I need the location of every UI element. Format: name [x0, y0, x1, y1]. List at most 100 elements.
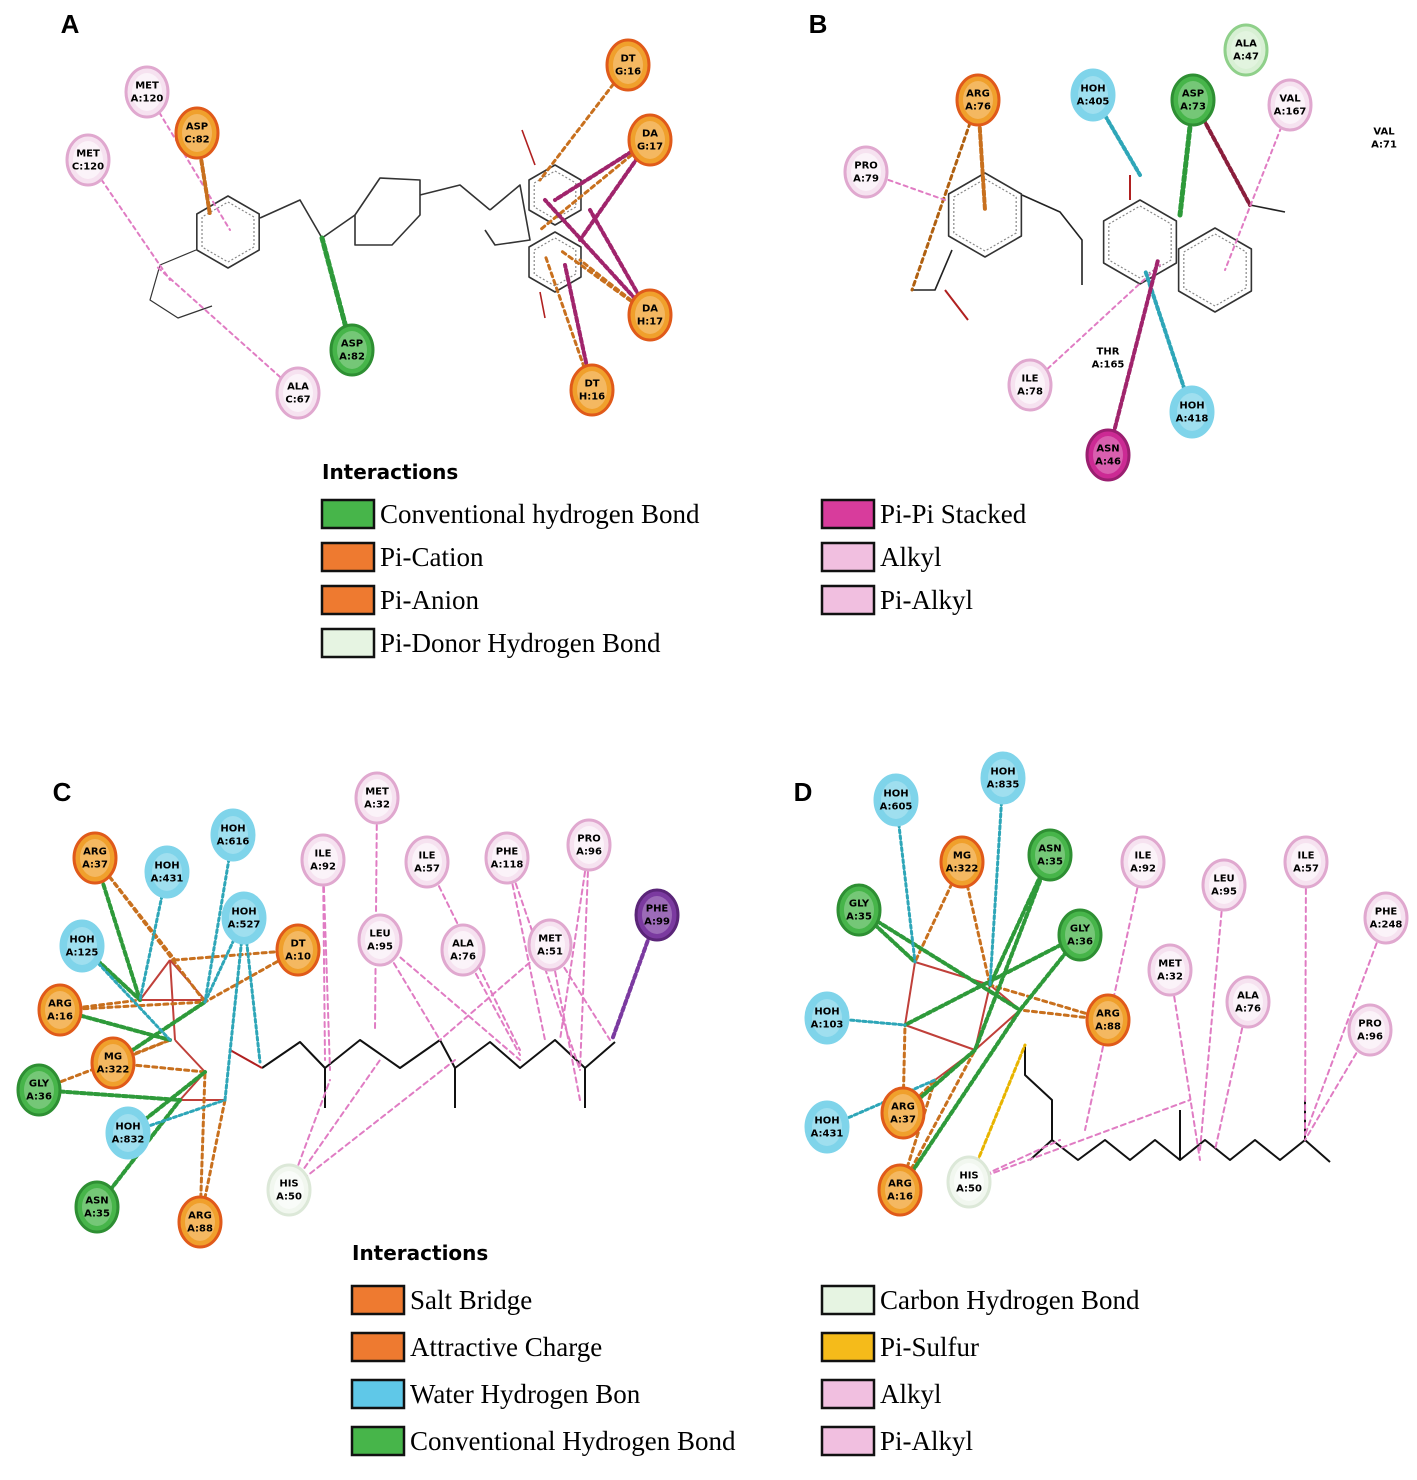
- legend-item: Alkyl: [820, 1378, 942, 1410]
- residue-name: HIS: [279, 1179, 298, 1190]
- legend-title: Interactions: [322, 460, 458, 484]
- residue-name: DT: [620, 54, 635, 65]
- residue-node-highlight: [67, 927, 97, 965]
- legend-item: Pi-Pi Stacked: [820, 498, 1027, 530]
- legend-item: Conventional hydrogen Bond: [320, 498, 700, 530]
- residue-name: DT: [584, 379, 599, 390]
- residue-node: [59, 919, 105, 973]
- residue-node-highlight: [308, 841, 338, 879]
- residue-name: ARG: [188, 1211, 212, 1222]
- residue-name: ILE: [419, 851, 436, 862]
- residue-node-highlight: [947, 843, 977, 881]
- residue-name: LEU: [369, 929, 390, 940]
- residue-id: A:37: [82, 860, 108, 871]
- residue-name: ASP: [1182, 89, 1204, 100]
- residue-id: A:37: [890, 1115, 916, 1126]
- residue-name: HOH: [1080, 84, 1105, 95]
- residue-id: A:431: [151, 874, 184, 885]
- residue-id: A:95: [367, 942, 393, 953]
- residue-id: A:35: [84, 1209, 110, 1220]
- residue-node: [72, 831, 118, 885]
- legend-item: Alkyl: [820, 541, 942, 573]
- residue-node: [144, 845, 190, 899]
- residue-id: A:57: [1293, 864, 1319, 875]
- residue-id: A:78: [1017, 387, 1043, 398]
- legend-item: Conventional Hydrogen Bond: [350, 1425, 736, 1457]
- residue-node: [1169, 385, 1215, 439]
- residue-da-g17: DAG:17: [627, 113, 673, 167]
- residue-node-highlight: [613, 46, 643, 84]
- legend-swatch: [820, 1331, 876, 1363]
- residue-node-highlight: [535, 926, 565, 964]
- residue-name: HOH: [814, 1007, 839, 1018]
- residue-id: A:405: [1077, 97, 1110, 108]
- residue-node-highlight: [1209, 866, 1239, 904]
- residue-id: A:73: [1180, 102, 1206, 113]
- residue-id: A:36: [1067, 937, 1093, 948]
- residue-node-highlight: [577, 371, 607, 409]
- residue-da-h17: DAH:17: [627, 288, 673, 342]
- residue-name: ARG: [966, 89, 990, 100]
- residue-node-highlight: [1035, 836, 1065, 874]
- residue-id: A:79: [853, 174, 879, 185]
- residue-name: DT: [290, 939, 305, 950]
- legend-label: Conventional hydrogen Bond: [380, 499, 700, 529]
- residue-node-highlight: [229, 899, 259, 937]
- residue-id: A:96: [576, 847, 602, 858]
- residue-node-highlight: [888, 1094, 918, 1132]
- residue-name: PHE: [1375, 907, 1398, 918]
- residue-node: [880, 1086, 926, 1140]
- residue-name: VAL: [1373, 127, 1395, 138]
- residue-id: C:120: [72, 162, 104, 173]
- residue-node: [627, 288, 673, 342]
- residue-name: MG: [953, 851, 971, 862]
- legend-label: Pi-Cation: [380, 542, 484, 572]
- residue-node: [1027, 828, 1073, 882]
- legend-label: Pi-Alkyl: [880, 585, 973, 615]
- residue-id: A:36: [26, 1092, 52, 1103]
- residue-node-highlight: [448, 931, 478, 969]
- residue-node-highlight: [1128, 843, 1158, 881]
- residue-name: HOH: [1179, 401, 1204, 412]
- legend-label: Pi-Donor Hydrogen Bond: [380, 628, 661, 658]
- residue-id: A:431: [811, 1129, 844, 1140]
- residue-node: [16, 1063, 62, 1117]
- legend-label: Salt Bridge: [410, 1285, 532, 1315]
- residue-node-highlight: [362, 779, 392, 817]
- residue-node-highlight: [152, 853, 182, 891]
- residue-name: HOH: [990, 767, 1015, 778]
- legend-swatch: [820, 498, 876, 530]
- residue-name: DA: [642, 129, 658, 140]
- residue-node-highlight: [1177, 393, 1207, 431]
- residue-id: A:32: [364, 800, 390, 811]
- residue-id: C:67: [285, 395, 310, 406]
- residue-id: A:16: [47, 1012, 73, 1023]
- residue-id: A:165: [1092, 360, 1125, 371]
- residue-node-highlight: [1178, 81, 1208, 119]
- residue-id: A:35: [1037, 857, 1063, 868]
- residue-id: A:527: [228, 920, 261, 931]
- residue-name: MET: [365, 787, 389, 798]
- residue-node-highlight: [881, 781, 911, 819]
- legend-swatch: [350, 1425, 406, 1457]
- residue-node-highlight: [851, 153, 881, 191]
- residue-node: [275, 923, 321, 977]
- residue-id: A:835: [987, 780, 1020, 791]
